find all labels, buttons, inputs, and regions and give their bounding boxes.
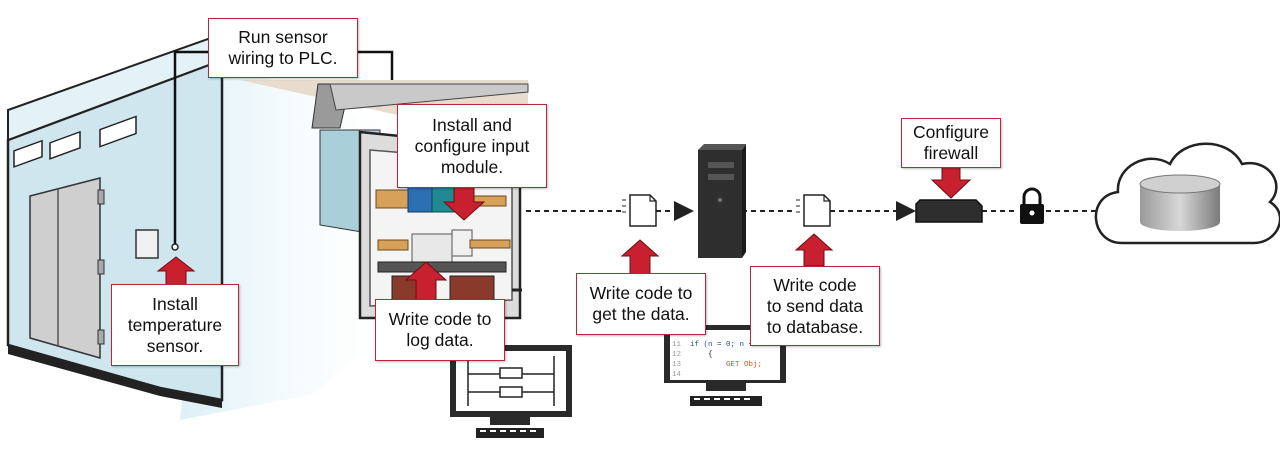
cooler-doors — [29, 177, 105, 359]
server-tower-icon — [698, 144, 746, 258]
code-line-number: 12 — [672, 351, 681, 359]
sensor-box — [135, 229, 159, 259]
code-editor-monitor-icon: 11 12 13 14 if (n = 0; n < { GET Obj; — [664, 325, 786, 406]
callout-firewall: Configure firewall — [901, 118, 1001, 168]
vent-icon — [13, 115, 137, 168]
callout-run-wiring: Run sensor wiring to PLC. — [208, 18, 358, 78]
code-line: GET Obj; — [726, 361, 762, 369]
lock-icon — [1020, 187, 1044, 224]
document-icon — [796, 194, 831, 227]
cloud-database-icon — [1094, 142, 1280, 245]
code-line-number: 11 — [672, 341, 682, 349]
document-icon — [622, 194, 657, 227]
arrow-to-firewall — [930, 165, 972, 199]
callout-install-sensor: Install temperature sensor. — [111, 284, 239, 366]
arrow-to-get-data — [620, 239, 660, 275]
code-line: if (n = 0; n < — [690, 341, 754, 349]
arrow-to-module — [442, 185, 486, 221]
code-line: { — [708, 351, 713, 359]
sensor-probe — [171, 243, 179, 251]
ladder-logic-monitor-icon — [450, 345, 572, 438]
firewall-device-icon — [915, 199, 983, 223]
arrow-to-send-data — [794, 233, 834, 267]
callout-send-data: Write code to send data to database. — [750, 266, 880, 346]
code-line-number: 13 — [672, 361, 682, 369]
callout-log-data: Write code to log data. — [375, 299, 505, 361]
code-line-number: 14 — [672, 371, 682, 379]
callout-install-module: Install and configure input module. — [397, 104, 547, 188]
callout-get-data: Write code to get the data. — [576, 273, 706, 335]
